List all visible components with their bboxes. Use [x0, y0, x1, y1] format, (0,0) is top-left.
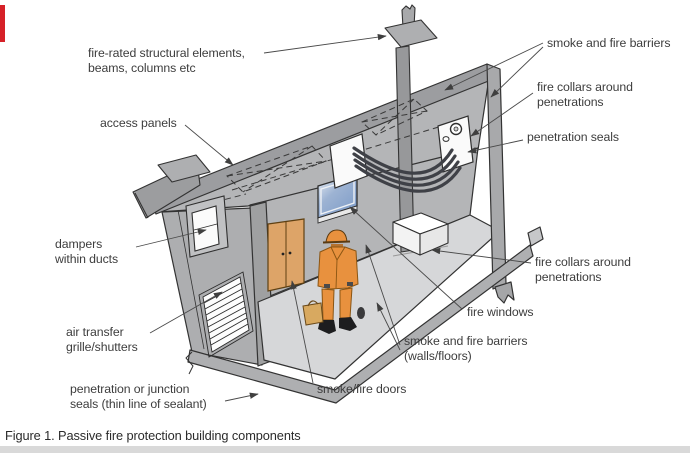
leader-penetration-seals — [467, 139, 524, 154]
cable-bundle — [352, 146, 462, 193]
damper-box — [185, 195, 229, 258]
leader-fire-rated — [263, 33, 387, 54]
leader-smoke-top-1 — [444, 42, 544, 91]
leader-smoke-wf-2 — [376, 302, 401, 351]
hat-brim — [322, 240, 351, 244]
column-cap — [384, 19, 438, 48]
floor-slab-edge — [187, 244, 534, 404]
beam-end-line — [134, 192, 149, 219]
hand-tool — [357, 307, 365, 319]
figure-caption: Figure 1. Passive fire protection buildi… — [5, 428, 301, 443]
hard-hat — [325, 229, 348, 243]
label-fire-collars-top: fire collars around penetrations — [537, 80, 633, 109]
label-dampers-within-ducts: dampers within ducts — [55, 237, 119, 266]
label-access-panels: access panels — [100, 116, 177, 130]
structural-elements — [132, 4, 438, 253]
support-stub — [494, 281, 515, 304]
leader-air-transfer — [149, 291, 223, 334]
torn-edge — [185, 351, 194, 375]
door-handle-right — [288, 251, 292, 255]
smoke-fire-door — [267, 218, 305, 292]
boot-left — [318, 320, 336, 334]
label-fire-windows: fire windows — [467, 305, 534, 319]
jacket — [317, 246, 359, 290]
penetration-seal-small — [442, 136, 450, 142]
bag-handle — [307, 300, 319, 307]
bottom-gray-strip — [0, 446, 690, 453]
duct-box — [392, 212, 449, 257]
left-wall-corner-line — [177, 209, 205, 350]
label-smoke-fire-barriers-walls-floors: smoke and fire barriers (walls/floors) — [404, 334, 528, 363]
left-cap — [157, 154, 211, 183]
leader-access-panels — [184, 124, 234, 166]
label-fire-rated-structural: fire-rated structural elements, beams, c… — [88, 46, 245, 75]
leader-fire-collars-top — [470, 92, 534, 137]
leader-smoke-doors — [290, 280, 314, 384]
label-penetration-junction-seals: penetration or junction seals (thin line… — [70, 382, 207, 411]
worker-figure — [302, 229, 365, 334]
label-air-transfer-grille: air transfer grille/shutters — [66, 325, 138, 354]
leader-penetration-junction — [224, 392, 259, 402]
belt-item-right — [347, 282, 353, 286]
access-panel-markings — [195, 98, 469, 208]
leg-left — [321, 288, 335, 321]
label-penetration-seals: penetration seals — [527, 130, 619, 144]
door-handle-left — [281, 252, 285, 256]
leader-lines — [135, 33, 544, 402]
belt-item-left — [324, 284, 330, 288]
slab-end-face — [527, 226, 544, 247]
right-wall-edge — [486, 63, 507, 290]
boot-right — [339, 317, 357, 331]
leader-fire-collars-bottom — [431, 247, 532, 264]
leader-smoke-top-2 — [490, 46, 544, 98]
red-accent-bar — [0, 5, 5, 42]
tool-bag — [302, 302, 324, 326]
cable-penetration — [329, 115, 474, 193]
leader-fire-windows — [349, 206, 463, 310]
leg-right — [339, 287, 353, 319]
label-fire-collars-bottom: fire collars around penetrations — [535, 255, 631, 284]
label-smoke-fire-barriers: smoke and fire barriers — [547, 36, 671, 50]
leader-dampers — [135, 228, 207, 248]
leader-smoke-wf-1 — [365, 244, 401, 346]
label-smoke-fire-doors: smoke/fire doors — [317, 382, 407, 396]
penetration-panel-left — [329, 133, 368, 189]
